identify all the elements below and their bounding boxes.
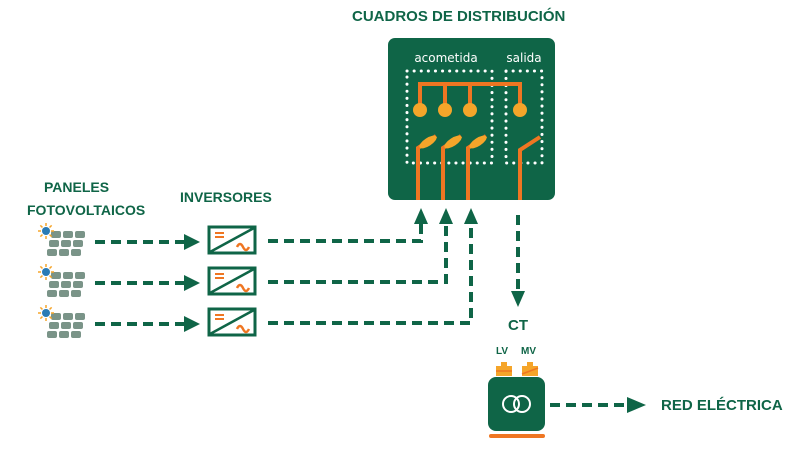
lv-label: LV — [496, 346, 509, 357]
arrow-icon — [268, 220, 473, 325]
sun-icon — [38, 264, 54, 280]
inverter-to-board-arrows — [268, 220, 473, 325]
inverter-icon — [207, 266, 257, 296]
arrowhead-icon — [511, 291, 525, 307]
solar-panels — [38, 223, 85, 338]
arrowhead-icon — [414, 208, 428, 224]
transformer-coil-icon — [513, 395, 531, 413]
arrow-icon — [268, 220, 448, 284]
fuse-icon — [513, 103, 527, 117]
inverters — [207, 225, 257, 337]
transformer-coil-icon — [502, 395, 520, 413]
fuse-icon — [463, 103, 477, 117]
arrowhead-icon — [464, 208, 478, 224]
solar-panel-icon — [38, 305, 85, 338]
sun-icon — [38, 223, 54, 239]
panels-title-line1: PANELES — [44, 179, 110, 195]
sun-icon — [38, 305, 54, 321]
section-acometida-label: acometida — [414, 51, 477, 65]
inverter-icon — [207, 225, 257, 255]
ct-title: CT — [508, 317, 528, 334]
solar-panel-icon — [38, 223, 85, 256]
mv-bushing-icon — [521, 362, 539, 376]
distribution-title: CUADROS DE DISTRIBUCIÓN — [352, 8, 566, 25]
section-salida-label: salida — [506, 51, 541, 65]
fuses — [413, 103, 527, 117]
transformer — [488, 362, 545, 438]
fuse-icon — [413, 103, 427, 117]
grid-title: RED ELÉCTRICA — [661, 397, 783, 414]
arrowhead-icon — [439, 208, 453, 224]
inverters-title: INVERSORES — [180, 189, 272, 205]
panel-to-inverter-arrows — [95, 234, 200, 332]
arrowhead-icon — [627, 397, 646, 413]
breaker-contact-icon — [469, 135, 487, 149]
lv-bushing-icon — [496, 362, 512, 376]
breaker-contact-icon — [419, 135, 437, 149]
breaker-contact-icon — [444, 135, 462, 149]
distribution-board: acometida salida — [388, 38, 555, 200]
panels-title-line2: FOTOVOLTAICOS — [27, 202, 146, 218]
inverter-icon — [207, 307, 257, 337]
arrow-icon — [268, 220, 423, 243]
mv-label: MV — [521, 346, 536, 357]
solar-panel-icon — [38, 264, 85, 297]
ground-bar — [489, 434, 545, 438]
acometida-dotted-frame — [405, 69, 494, 165]
fuse-icon — [438, 103, 452, 117]
